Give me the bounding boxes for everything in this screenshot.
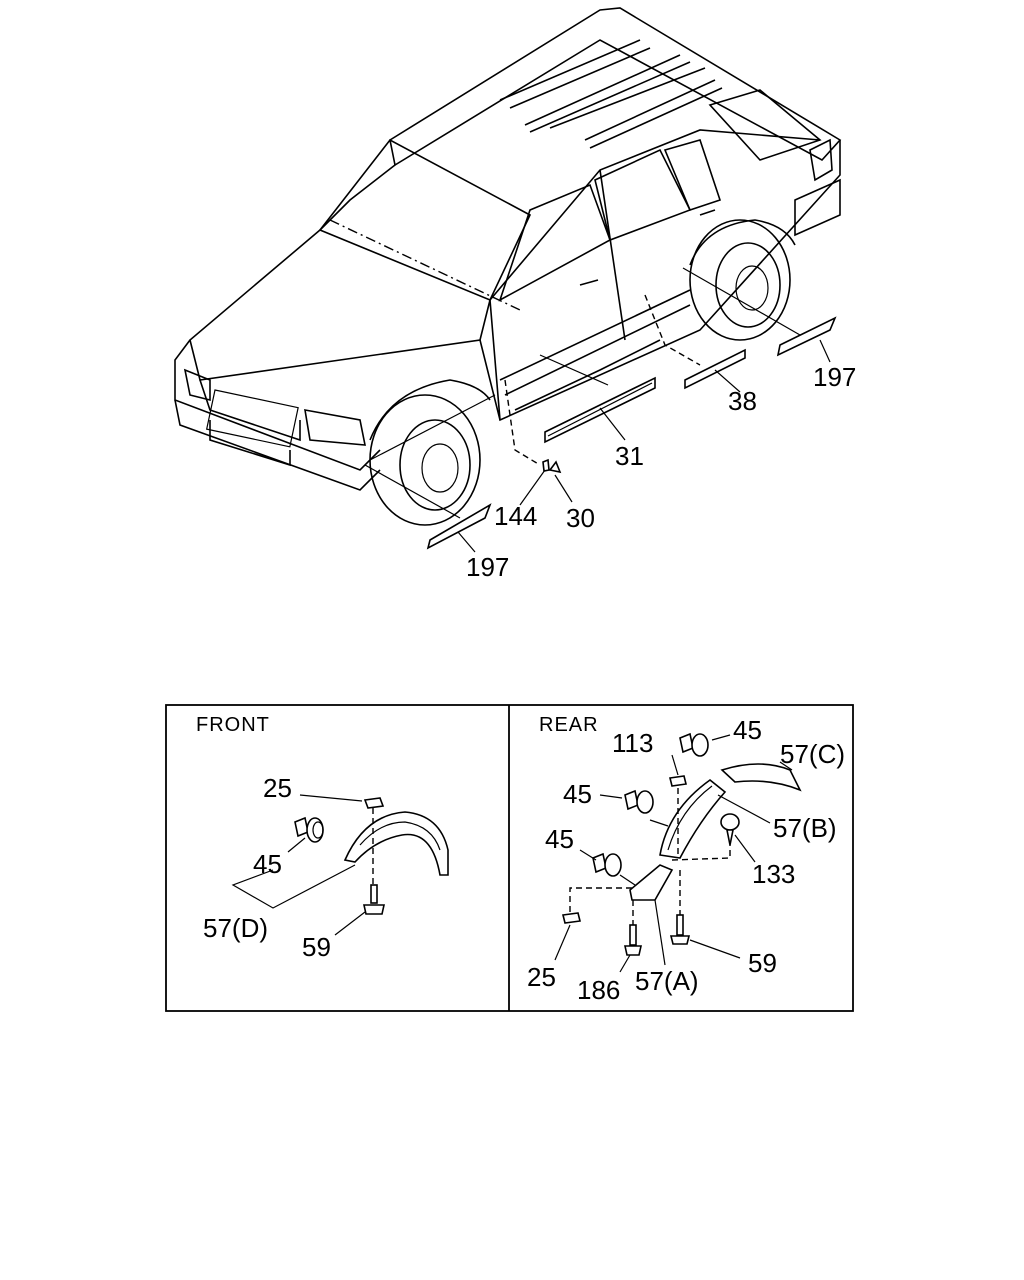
part-57c-liner (720, 763, 802, 792)
part-45-clip-top (679, 732, 709, 757)
part-59-screw (363, 884, 385, 915)
callout-113: 113 (612, 728, 653, 758)
callout-45-mid: 45 (563, 779, 592, 809)
part-59-screw-rear (669, 914, 691, 945)
callout-30: 30 (566, 503, 595, 533)
callout-197-front: 197 (466, 552, 509, 582)
callout-31: 31 (615, 441, 644, 471)
callout-25-rear: 25 (527, 962, 556, 992)
part-38-moulding (644, 294, 746, 390)
callout-197-rear: 197 (813, 362, 856, 392)
callout-45-front: 45 (253, 849, 282, 879)
rear-panel: REAR (527, 714, 845, 1005)
part-31-moulding (539, 354, 656, 444)
part-113-clip (669, 775, 687, 787)
callout-144: 144 (494, 501, 537, 531)
part-57a-liner (629, 864, 674, 901)
part-186-screw (624, 924, 642, 956)
front-panel: FRONT 25 45 57(D) 59 (196, 714, 449, 962)
callout-57b: 57(B) (773, 813, 837, 843)
part-45-clip-mid (624, 789, 654, 814)
part-133-screw (720, 813, 740, 846)
part-45-clip-low (592, 852, 622, 877)
front-panel-title: FRONT (196, 714, 270, 736)
callout-59-front: 59 (302, 932, 331, 962)
part-57b-liner (659, 778, 727, 859)
part-57d-fender-liner (343, 811, 449, 876)
callout-57d: 57(D) (203, 913, 268, 943)
callout-59-rear: 59 (748, 948, 777, 978)
callout-38: 38 (728, 386, 757, 416)
part-144-clip (504, 379, 550, 472)
part-25-clip (363, 797, 385, 809)
callout-45-top: 45 (733, 715, 762, 745)
callout-133: 133 (752, 859, 795, 889)
part-197-front-strip (364, 394, 496, 550)
callout-57c: 57(C) (780, 739, 845, 769)
callout-57a: 57(A) (635, 966, 699, 996)
callout-45-low: 45 (545, 824, 574, 854)
part-30-clip (548, 460, 562, 474)
part-25-clip-rear (562, 912, 581, 924)
callout-25-front: 25 (263, 773, 292, 803)
callout-186: 186 (577, 975, 620, 1005)
rear-panel-title: REAR (539, 714, 599, 736)
vehicle-illustration (174, 7, 842, 526)
part-45-push-clip (294, 816, 324, 843)
part-197-rear-strip (682, 267, 837, 357)
